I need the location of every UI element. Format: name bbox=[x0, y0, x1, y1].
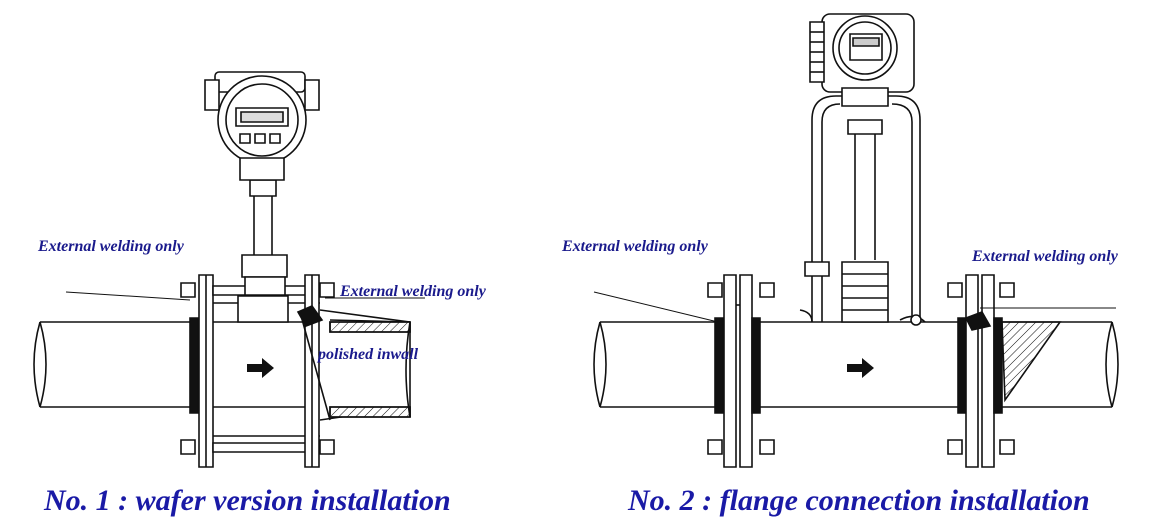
left-pipe-2 bbox=[594, 322, 722, 407]
transmitter-head-2 bbox=[810, 14, 914, 106]
left-weld bbox=[190, 318, 198, 413]
meter-body-2 bbox=[760, 310, 958, 407]
left-flange-pair bbox=[708, 275, 774, 467]
caption-wafer-installation: No. 1 : wafer version installation bbox=[44, 484, 451, 517]
leader-left bbox=[66, 292, 190, 300]
left-weld-2 bbox=[715, 318, 723, 413]
left-pipe bbox=[34, 322, 200, 407]
right-pipe-2 bbox=[1002, 322, 1118, 407]
label-welding-left-2: External welding only bbox=[562, 238, 708, 255]
meter-stem bbox=[238, 180, 288, 322]
right-weld bbox=[298, 306, 322, 326]
bolts-bottom bbox=[181, 436, 334, 454]
flow-arrow bbox=[247, 358, 274, 378]
right-flange-pair bbox=[948, 275, 1014, 467]
flange-diagram bbox=[594, 14, 1118, 467]
label-polished-inwall: polished inwall bbox=[318, 346, 419, 363]
transmitter-head-1 bbox=[205, 72, 319, 180]
leader-left-2 bbox=[594, 292, 718, 322]
label-welding-right-1: External welding only bbox=[340, 283, 486, 300]
wafer-diagram bbox=[34, 72, 425, 467]
left-flange bbox=[199, 275, 213, 467]
label-welding-left-1: External welding only bbox=[38, 238, 184, 255]
caption-flange-installation: No. 2 : flange connection installation bbox=[628, 484, 1090, 517]
meter-stem-2 bbox=[805, 96, 921, 325]
label-welding-right-2: External welding only bbox=[972, 248, 1118, 265]
flow-arrow-2 bbox=[847, 358, 874, 378]
right-pipe bbox=[300, 310, 410, 420]
right-weld-2 bbox=[966, 312, 990, 330]
